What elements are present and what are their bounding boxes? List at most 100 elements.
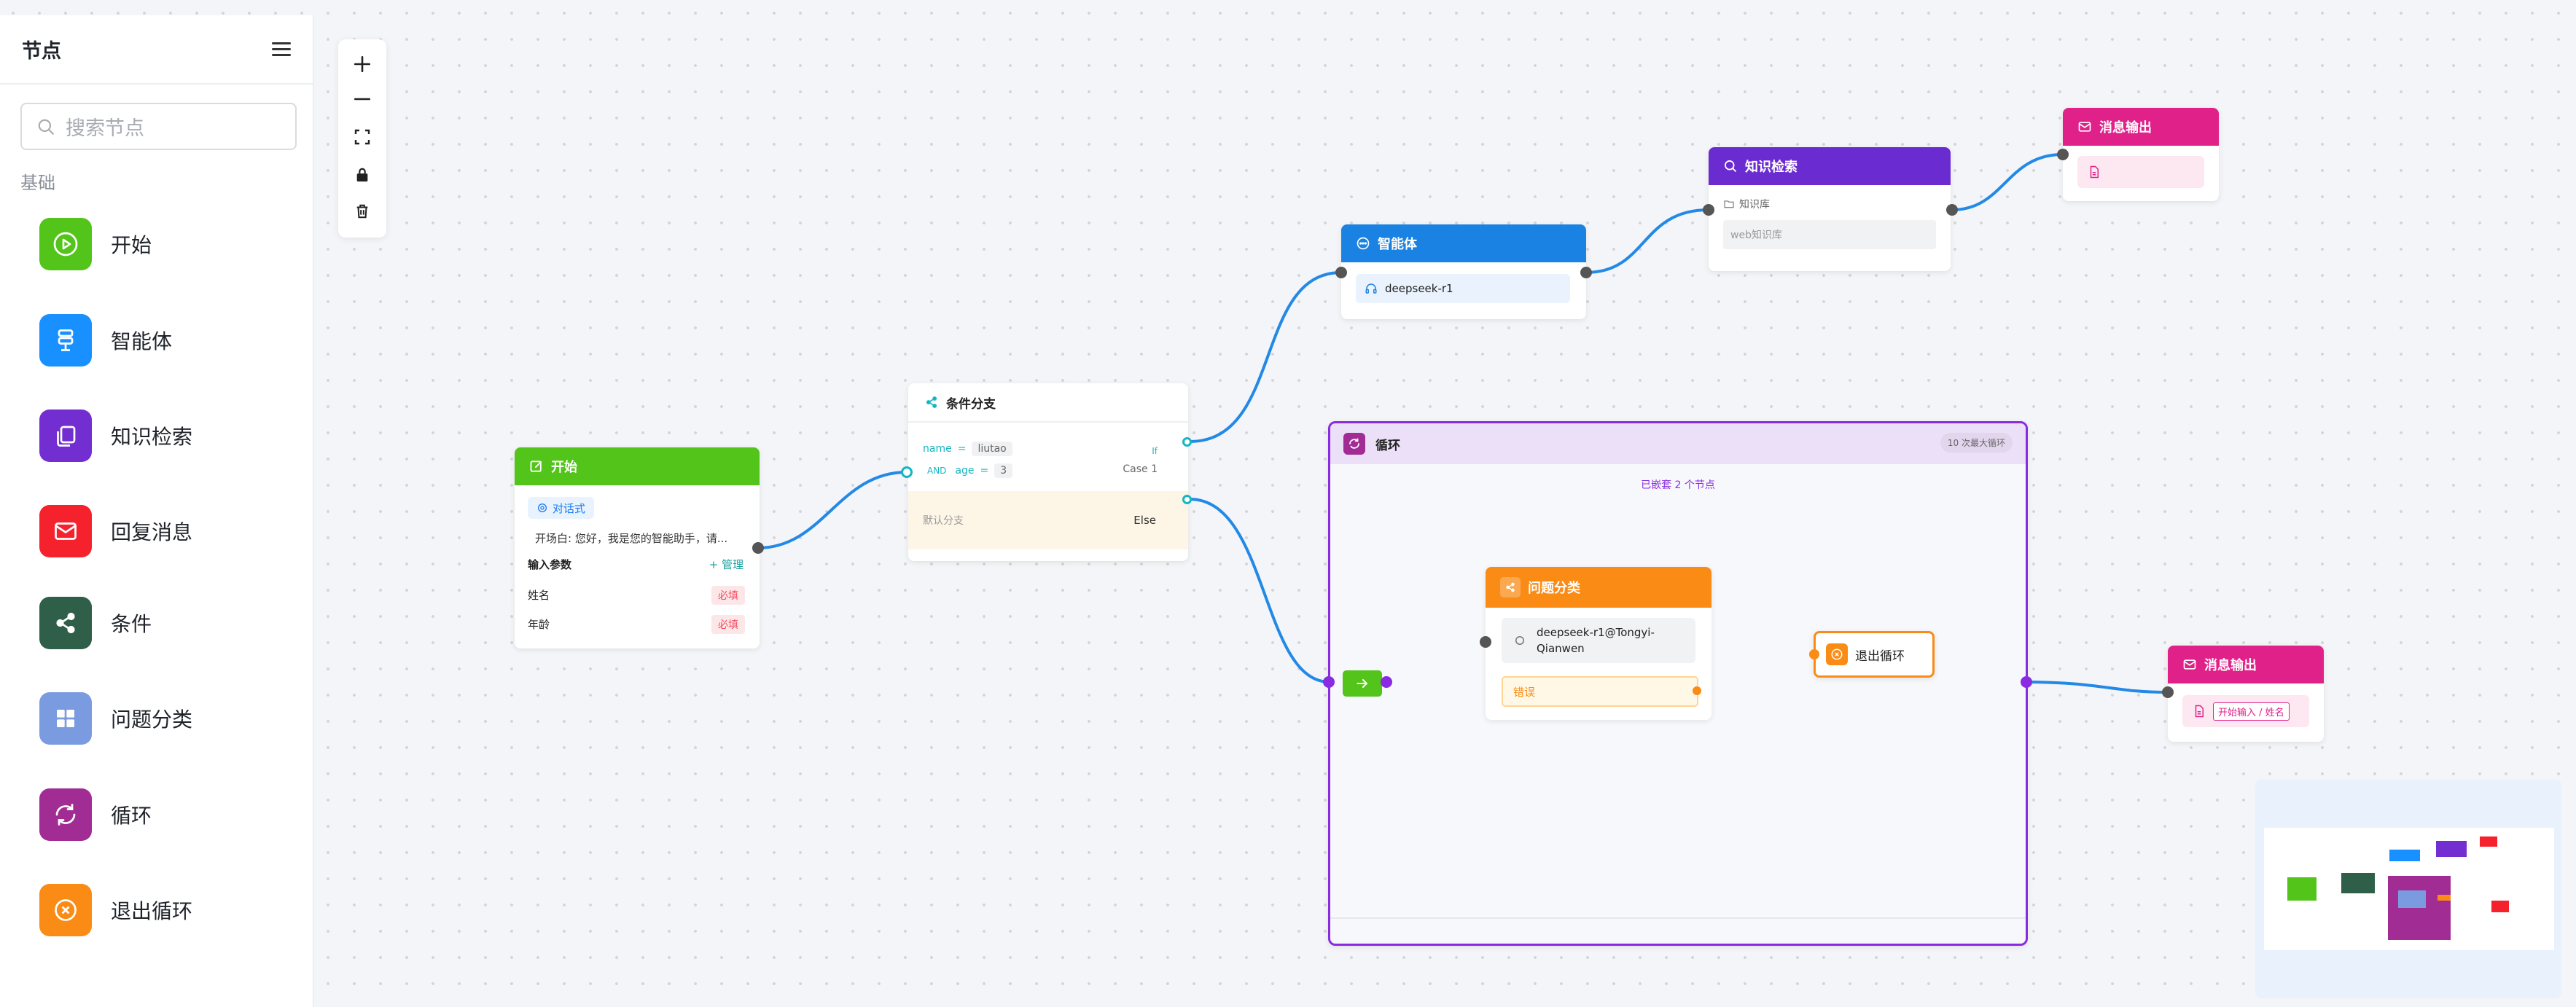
node-header: 开始 <box>515 447 760 485</box>
start-node[interactable]: 开始 对话式 开场白: 您好，我是您的智能助手，请... 输入参数 + 管理 姓… <box>515 447 760 649</box>
node-header: 消息输出 <box>2168 646 2324 683</box>
close-circle-icon <box>39 884 92 936</box>
arrow-right-icon <box>1357 679 1368 688</box>
mail-icon <box>2182 657 2197 672</box>
search-input[interactable]: 搜索节点 <box>20 103 297 150</box>
file-icon <box>2090 165 2099 179</box>
close-circle-icon <box>1826 643 1848 665</box>
message-output-node[interactable]: 消息输出 开始输入 / 姓名 <box>2168 646 2324 742</box>
param-name: 年龄 <box>528 618 550 631</box>
headset-icon <box>1365 283 1377 294</box>
node-title: 消息输出 <box>2099 120 2152 136</box>
knowledge-input-port[interactable] <box>1703 204 1714 216</box>
sidebar-item-label: 知识检索 <box>111 425 193 449</box>
message-content[interactable] <box>2077 156 2204 188</box>
node-title: 智能体 <box>1378 237 1417 252</box>
sidebar-item-start[interactable]: 开始 <box>39 217 152 271</box>
message-content[interactable]: 开始输入 / 姓名 <box>2182 695 2309 727</box>
model-field[interactable]: deepseek-r1 <box>1356 274 1570 303</box>
condition-row-1: name = liutao <box>923 442 1012 456</box>
condition-input-port[interactable] <box>901 466 913 478</box>
required-tag: 必填 <box>711 615 745 634</box>
exit-loop-node[interactable]: 退出循环 <box>1814 631 1935 678</box>
agent-input-port[interactable] <box>1335 267 1347 278</box>
canvas-toolbar <box>338 39 386 238</box>
share-icon <box>926 396 937 408</box>
model-name: deepseek-r1 <box>1385 282 1453 295</box>
minimap-node <box>2389 850 2420 861</box>
condition-node[interactable]: 条件分支 name = liutao AND age = 3 If Case 1… <box>908 383 1188 561</box>
minimap[interactable] <box>2255 780 2561 998</box>
if-label: If <box>1152 446 1158 456</box>
mail-icon <box>2077 119 2092 134</box>
mode-tag: 对话式 <box>528 497 595 519</box>
trash-icon[interactable] <box>338 195 386 227</box>
node-title: 知识检索 <box>1745 160 1798 175</box>
model-name: deepseek-r1@Tongyi-Qianwen <box>1537 626 1655 655</box>
search-icon <box>38 119 54 135</box>
sidebar-item-knowledge[interactable]: 知识检索 <box>39 409 192 463</box>
classify-node[interactable]: 问题分类 deepseek-r1@Tongyi-Qianwen 错误 <box>1486 567 1712 720</box>
library-label-text: 知识库 <box>1739 199 1770 211</box>
zoom-in-icon[interactable] <box>338 48 386 80</box>
opening-text: 开场白: 您好，我是您的智能助手，请... <box>535 532 728 545</box>
model-icon <box>1515 636 1524 645</box>
manage-button[interactable]: + 管理 <box>709 558 743 571</box>
minimap-node <box>2341 873 2375 893</box>
loop-start-node[interactable] <box>1343 670 1382 697</box>
case1-output-port[interactable] <box>1182 437 1192 447</box>
zoom-out-icon[interactable] <box>338 83 386 115</box>
fit-view-icon[interactable] <box>338 121 386 153</box>
node-title: 循环 <box>1375 438 1400 453</box>
sidebar-item-loop[interactable]: 循环 <box>39 788 152 842</box>
minimap-viewport <box>2264 828 2554 950</box>
cond-op: = <box>957 443 967 455</box>
error-output-port[interactable] <box>1693 686 1701 695</box>
library-value[interactable]: web知识库 <box>1723 220 1936 249</box>
node-header: 条件分支 <box>908 383 1188 423</box>
share-icon <box>1500 577 1521 597</box>
sidebar-item-agent[interactable]: 智能体 <box>39 313 172 367</box>
message-input-port[interactable] <box>2057 149 2069 160</box>
model-field[interactable]: deepseek-r1@Tongyi-Qianwen <box>1502 618 1695 663</box>
refresh-icon <box>39 788 92 841</box>
default-branch[interactable]: 默认分支 Else <box>908 491 1188 549</box>
loop-output-port[interactable] <box>2021 676 2032 688</box>
play-icon <box>39 218 92 270</box>
error-branch[interactable]: 错误 <box>1502 676 1698 707</box>
copy-icon <box>39 410 92 462</box>
agent-output-port[interactable] <box>1580 267 1592 278</box>
sidebar-item-classify[interactable]: 问题分类 <box>39 691 192 745</box>
minimap-node <box>2388 876 2451 940</box>
start-output-port[interactable] <box>752 542 764 554</box>
sidebar-item-label: 退出循环 <box>111 899 193 923</box>
node-header: 消息输出 <box>2063 108 2219 146</box>
loop-start-output-port[interactable] <box>1381 676 1392 688</box>
refresh-icon <box>1343 433 1365 455</box>
exit-input-port[interactable] <box>1809 649 1819 659</box>
node-title: 条件分支 <box>946 396 996 412</box>
cond-value: liutao <box>972 442 1012 456</box>
loop-input-port[interactable] <box>1323 676 1335 688</box>
cond-value: 3 <box>994 463 1013 478</box>
else-label: Else <box>1133 514 1156 527</box>
message-input-port[interactable] <box>2162 686 2174 698</box>
sidebar-item-exit-loop[interactable]: 退出循环 <box>39 883 192 937</box>
agent-node[interactable]: 智能体 deepseek-r1 <box>1341 224 1586 319</box>
classify-input-port[interactable] <box>1480 636 1491 648</box>
nested-count: 已嵌套 2 个节点 <box>1641 479 1715 491</box>
lock-icon[interactable] <box>338 159 386 191</box>
panel-header: 节点 <box>0 15 313 85</box>
sidebar-item-label: 智能体 <box>111 329 173 353</box>
node-title: 问题分类 <box>1528 581 1580 596</box>
menu-icon[interactable] <box>272 42 291 58</box>
cond-field: age <box>955 465 975 477</box>
minimap-node <box>2438 895 2451 901</box>
message-output-node[interactable]: 消息输出 <box>2063 108 2219 201</box>
sidebar-item-condition[interactable]: 条件 <box>39 596 152 650</box>
sidebar-item-reply[interactable]: 回复消息 <box>39 504 192 558</box>
knowledge-node[interactable]: 知识检索 知识库 web知识库 <box>1709 147 1951 271</box>
else-output-port[interactable] <box>1182 495 1192 504</box>
grid-icon <box>39 692 92 745</box>
knowledge-output-port[interactable] <box>1946 204 1958 216</box>
